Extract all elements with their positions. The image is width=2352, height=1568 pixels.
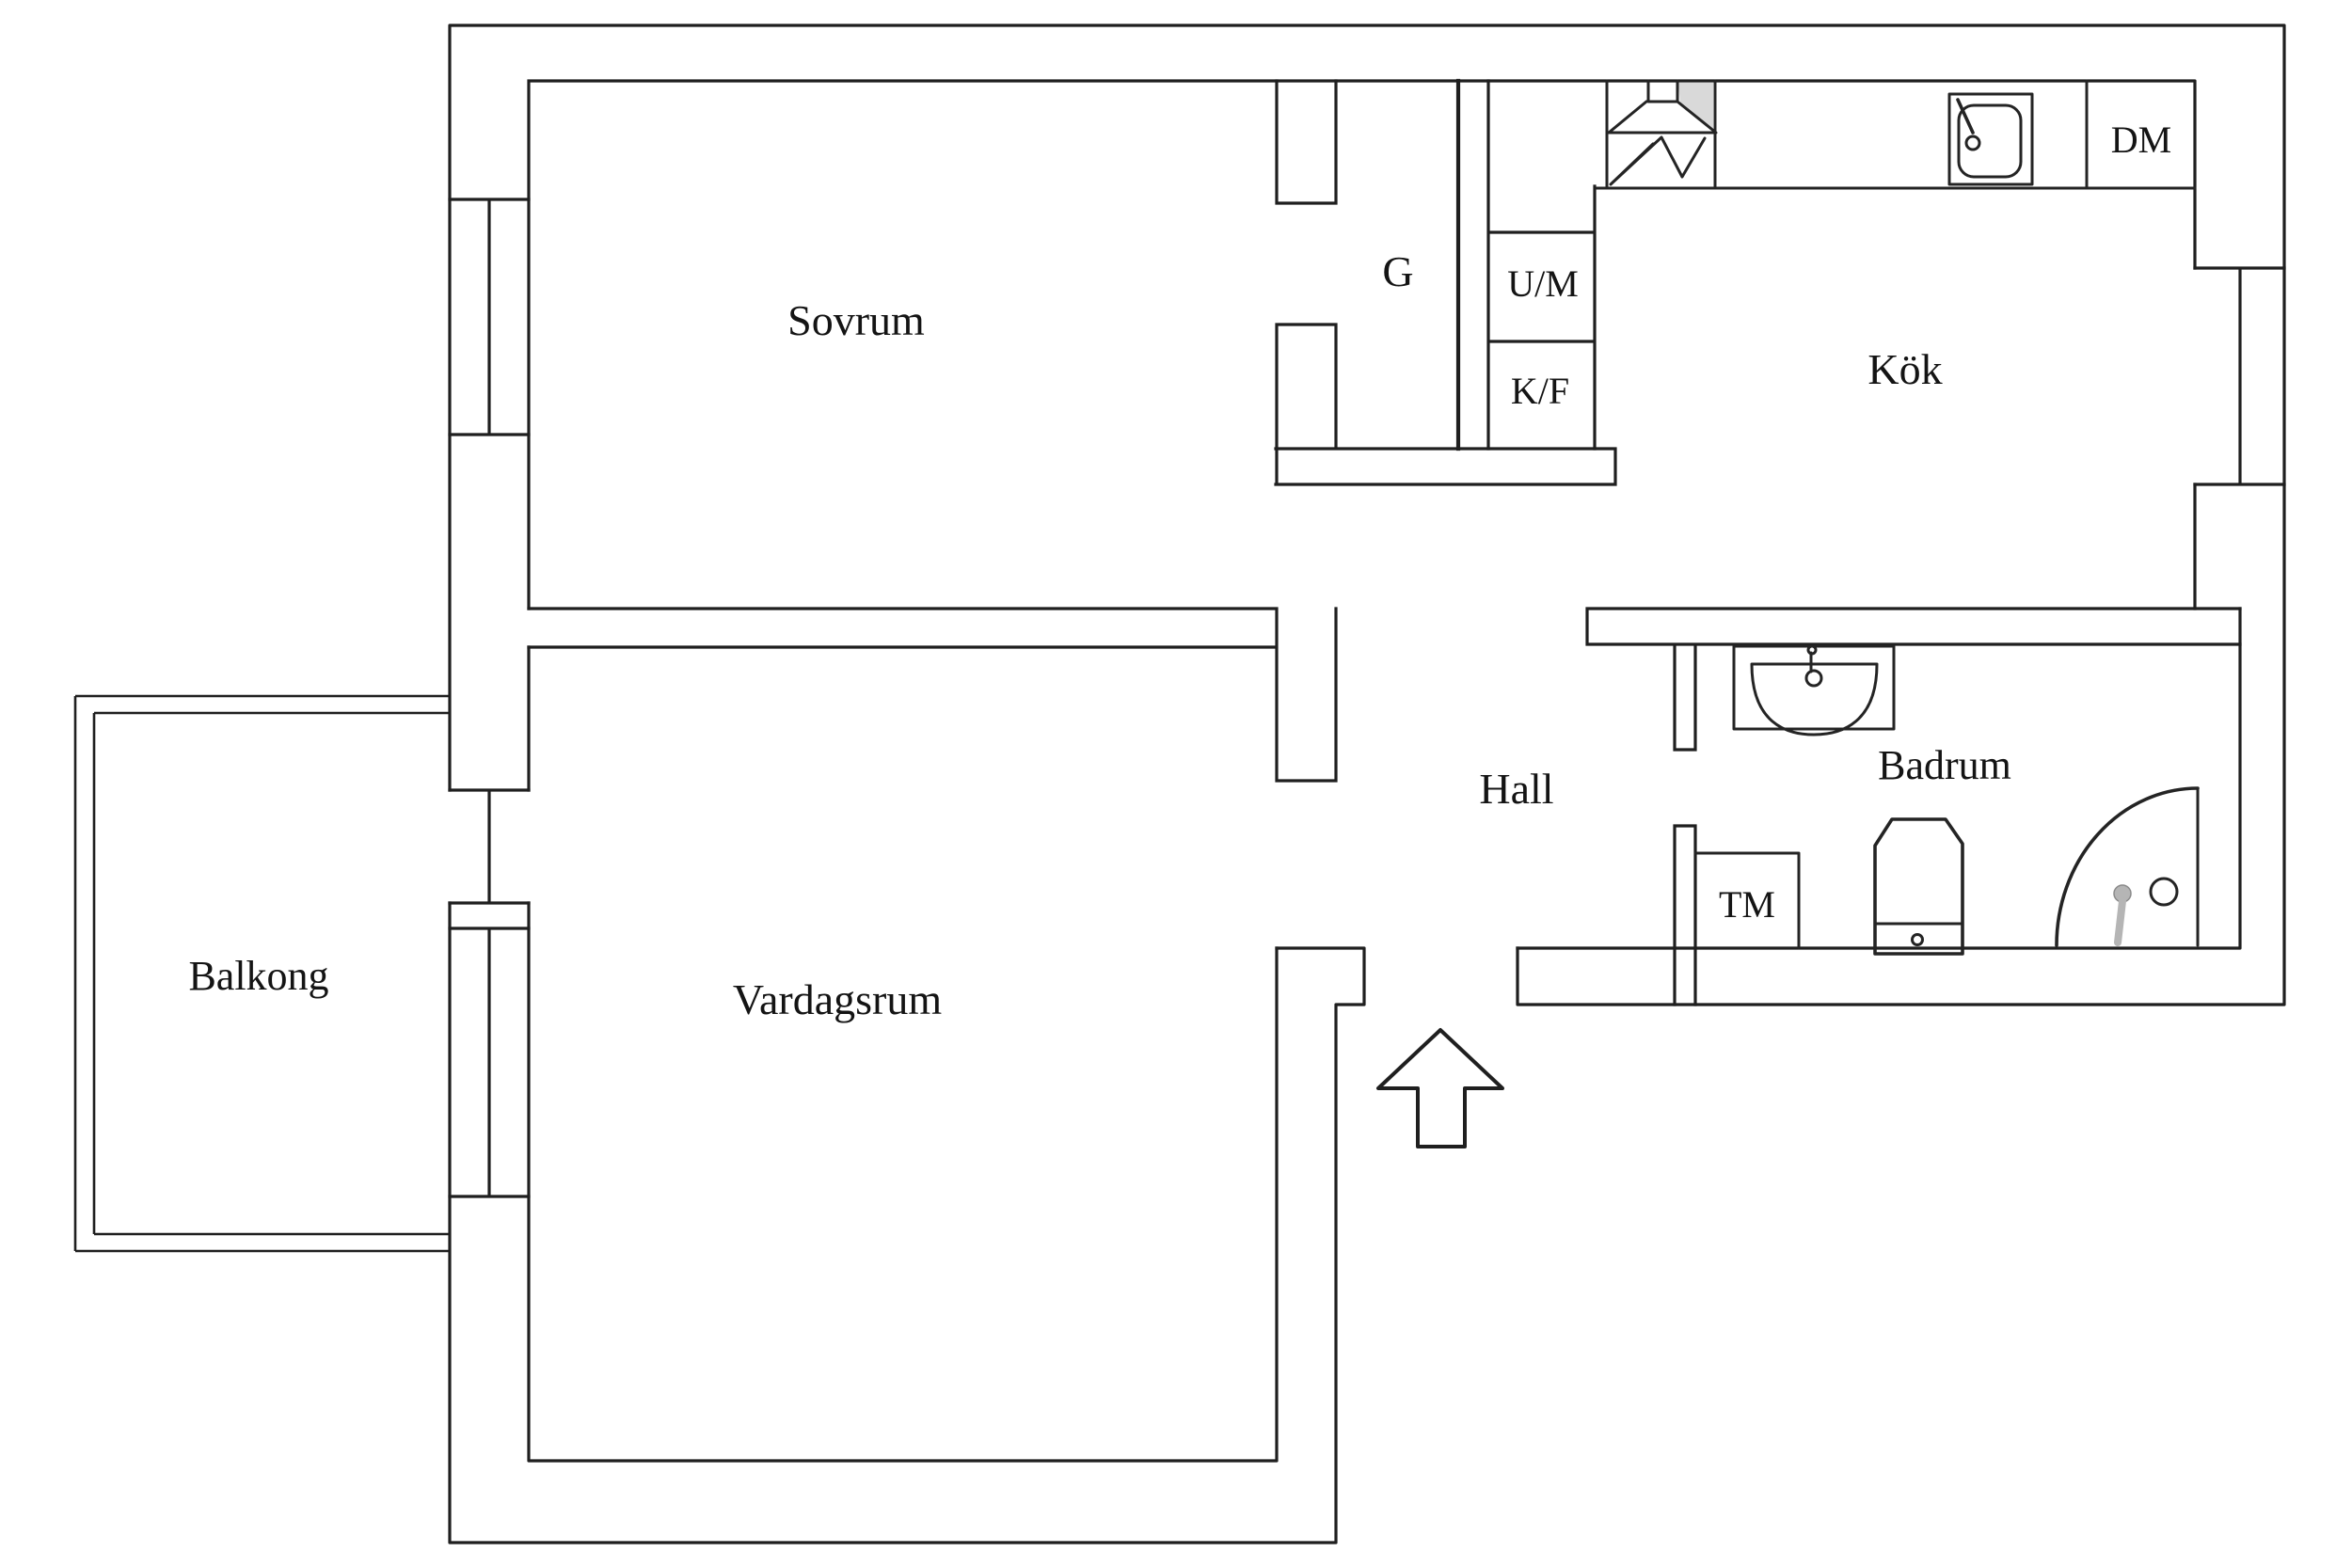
room-label-hall: Hall — [1479, 765, 1553, 813]
washbasin-icon — [1732, 644, 1896, 736]
washbasin-tap-head — [1806, 644, 1818, 656]
toilet-button — [1911, 933, 1924, 946]
floor-drain-icon — [2149, 877, 2179, 907]
appliance-label-dm: DM — [2111, 119, 2171, 161]
stove-icon — [1605, 79, 1718, 188]
inner-wall-lines — [527, 79, 2242, 1463]
toilet-icon — [1873, 817, 1964, 956]
washbasin-outer — [1732, 644, 1896, 731]
washing-machine-box — [1693, 851, 1801, 950]
washbasin-bowl — [1750, 662, 1879, 736]
shower-tap-stem — [2114, 897, 2126, 946]
sink-bowl — [1957, 103, 2023, 179]
bathroom-fixtures — [1693, 644, 2200, 956]
windows — [448, 198, 2286, 1198]
partition-wall-lines — [527, 79, 2242, 1006]
appliance-label-kf: K/F — [1511, 370, 1569, 412]
room-labels: Sovrum Vardagsrum Kök Hall Badrum Balkon… — [188, 247, 2010, 1023]
toilet-outline — [1873, 817, 1964, 956]
room-label-balkong: Balkong — [188, 953, 328, 999]
dishwasher-box — [2085, 79, 2197, 190]
kitchen-fixtures — [1595, 79, 2197, 190]
sink-tap — [1956, 98, 1975, 135]
appliance-label-tm: TM — [1719, 883, 1775, 926]
balcony-railing — [73, 694, 450, 1253]
stove-hood-shade — [1678, 83, 1713, 131]
sink-drain — [1964, 135, 1981, 151]
entrance-arrow — [1376, 1028, 1504, 1148]
window-lines — [448, 198, 2286, 1198]
room-label-sovrum: Sovrum — [787, 296, 925, 344]
room-label-garderob: G — [1382, 247, 1413, 295]
entrance-arrow-shape — [1376, 1028, 1504, 1148]
balcony-railing-lines — [73, 694, 450, 1253]
room-label-vardagsrum: Vardagsrum — [733, 975, 942, 1023]
washing-machine-outline — [1693, 851, 1801, 950]
shower-door-arc — [2055, 786, 2200, 947]
stove-outline — [1605, 79, 1718, 188]
kitchen-sink-icon — [1947, 92, 2034, 186]
room-label-kok: Kök — [1867, 345, 1942, 393]
dishwasher-outline — [2085, 79, 2197, 190]
room-label-badrum: Badrum — [1878, 742, 2011, 788]
sink-outer — [1947, 92, 2034, 186]
washbasin-drain — [1804, 669, 1823, 688]
shower-corner — [2055, 786, 2200, 947]
appliance-labels: U/M K/F TM DM — [1507, 119, 2171, 926]
outer-wall-lines — [448, 24, 2286, 1544]
walls — [448, 24, 2286, 1544]
appliance-label-um: U/M — [1507, 262, 1579, 305]
utility-column-lines — [1486, 79, 1597, 451]
